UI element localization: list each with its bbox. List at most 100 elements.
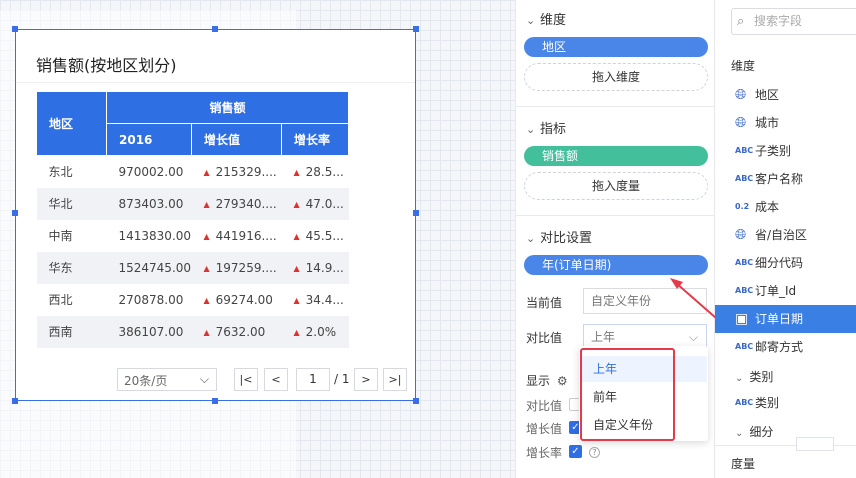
field-item-label: 省/自治区 — [755, 228, 808, 242]
cell-growth-value: ▲7632.00 — [191, 315, 282, 348]
cell-region: 西北 — [48, 293, 73, 307]
chevron-down-icon: ⌄ — [735, 373, 744, 384]
resize-handle-tr[interactable] — [413, 26, 419, 32]
chevron-down-icon: ⌵ — [688, 330, 698, 344]
compare-options-dropdown: 上年 前年 自定义年份 — [579, 346, 708, 441]
compare-section-title: 对比设置 — [540, 231, 593, 246]
resize-handle-bl[interactable] — [12, 398, 18, 404]
measure-drop-zone[interactable]: 拖入度量 — [524, 172, 708, 200]
text-type-icon: ABC — [735, 146, 754, 155]
field-item-label: 客户名称 — [755, 172, 804, 186]
resize-handle-r[interactable] — [413, 210, 419, 216]
option-year-before-last[interactable]: 前年 — [593, 390, 618, 404]
field-item-label: 订单_Id — [755, 284, 797, 298]
resize-handle-tl[interactable] — [12, 26, 18, 32]
next-page-icon: > — [361, 373, 371, 386]
field-search-input[interactable]: ⌕ 搜索字段 — [731, 8, 856, 35]
globe-icon: 🌐︎ — [735, 227, 747, 243]
resize-handle-l[interactable] — [12, 210, 18, 216]
option-custom-year[interactable]: 自定义年份 — [593, 418, 654, 432]
search-placeholder: 搜索字段 — [754, 14, 803, 28]
field-item[interactable]: ▣订单日期 — [715, 305, 856, 333]
cell-value: 873403.00 — [106, 187, 192, 220]
gear-icon[interactable]: ⚙ — [556, 374, 568, 388]
header-region[interactable]: 地区 — [36, 91, 107, 156]
up-arrow-icon: ▲ — [293, 199, 300, 209]
first-page-button[interactable]: |< — [234, 368, 258, 391]
compare-value-label: 对比值 — [526, 331, 563, 345]
next-page-button[interactable]: > — [354, 368, 378, 391]
current-value-select[interactable]: 自定义年份 — [583, 288, 707, 314]
field-item[interactable]: 🌐︎ 省/自治区 — [715, 221, 856, 249]
globe-icon: 🌐︎ — [735, 87, 747, 103]
resize-handle-b[interactable] — [212, 398, 218, 404]
resize-handle-br[interactable] — [413, 398, 419, 404]
measure-divider — [715, 445, 856, 446]
show-growth-rate-label: 增长率 — [526, 446, 563, 460]
show-growth-rate-checkbox[interactable]: ✓ — [569, 445, 582, 458]
cell-value: 1524745.00 — [106, 251, 192, 284]
up-arrow-icon: ▲ — [293, 295, 300, 305]
dimension-section-header[interactable]: ⌄维度 — [526, 9, 566, 28]
prev-page-button[interactable]: < — [264, 368, 288, 391]
cell-growth-value: ▲441916.... — [192, 220, 282, 252]
resize-handle-t[interactable] — [212, 26, 218, 32]
field-item-label: 细分代码 — [755, 256, 804, 270]
cell-growth-rate-text: 28.5... — [305, 164, 344, 179]
section-divider — [516, 215, 714, 216]
cell-value: 1413830.00 — [118, 228, 192, 243]
header-year[interactable]: 2016 — [106, 123, 192, 156]
cell-growth-rate: ▲28.5... — [282, 156, 349, 188]
header-sales[interactable]: 销售额 — [106, 91, 349, 124]
globe-icon: 🌐︎ — [735, 115, 747, 131]
field-item[interactable]: 🌐︎地区 — [715, 81, 856, 109]
option-last-year[interactable]: 上年 — [580, 356, 707, 382]
section-divider — [516, 106, 714, 107]
cell-growth-value-text: 69274.00 — [215, 292, 273, 307]
measure-section-header[interactable]: ⌄指标 — [526, 118, 566, 137]
dimension-pill-region[interactable]: 地区 — [524, 37, 708, 57]
cell-growth-value: ▲69274.00 — [192, 284, 282, 316]
cell-region: 东北 — [48, 165, 73, 180]
title-divider — [16, 82, 415, 83]
prev-page-icon: < — [271, 373, 281, 386]
field-item[interactable]: 🌐︎ 城市 — [715, 109, 856, 137]
field-item-label: 订单日期 — [755, 312, 804, 326]
header-growth-rate[interactable]: 增长率 — [281, 123, 349, 156]
dimension-drop-zone[interactable]: 拖入维度 — [524, 63, 708, 91]
help-icon[interactable]: ? — [589, 447, 600, 458]
page-size-select[interactable]: 20条/页 ⌵ — [117, 368, 217, 391]
last-page-button[interactable]: >| — [383, 368, 407, 391]
text-type-icon: ABC — [735, 286, 754, 295]
field-item-label: 城市 — [755, 116, 780, 130]
text-type-icon: ABC — [735, 342, 754, 351]
cell-value: 270878.00 — [118, 292, 184, 307]
group-segment[interactable]: ⌄细分 — [735, 423, 773, 440]
header-growth-value[interactable]: 增长值 — [191, 123, 282, 156]
cell-growth-value: ▲215329.... — [192, 156, 282, 188]
compare-date-pill[interactable]: 年(订单日期) — [524, 255, 708, 275]
compare-section-header[interactable]: ⌄对比设置 — [526, 227, 592, 246]
last-page-icon: >| — [388, 373, 402, 386]
page-number-input[interactable]: 1 — [296, 368, 330, 391]
cell-region: 西南 — [36, 315, 107, 348]
up-arrow-icon: ▲ — [293, 327, 300, 337]
field-item-label: 成本 — [755, 200, 780, 214]
cell-growth-rate: ▲45.5... — [282, 220, 349, 252]
field-item-category[interactable]: ABC 类别 — [715, 389, 856, 417]
display-label-text: 显示 — [526, 374, 551, 388]
compare-value-select[interactable]: 上年 ⌵ — [583, 324, 707, 350]
cell-growth-value-text: 279340.... — [215, 196, 277, 211]
measure-pill-sales[interactable]: 销售额 — [524, 146, 708, 166]
group-category[interactable]: ⌄类别 — [735, 368, 773, 385]
